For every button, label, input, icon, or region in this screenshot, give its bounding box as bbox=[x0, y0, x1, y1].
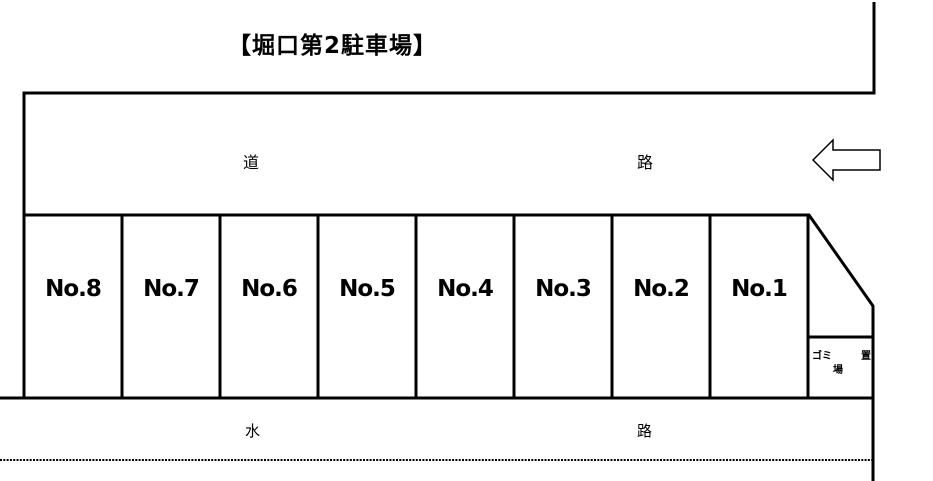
stall-dividers bbox=[120, 215, 810, 398]
stall-no-1: No.1 bbox=[731, 276, 788, 302]
stall-no-4: No.4 bbox=[437, 276, 494, 302]
road-label-2: 路 bbox=[637, 153, 654, 172]
garbage-label-c: 場 bbox=[833, 365, 843, 376]
canal-label-2: 路 bbox=[637, 422, 653, 440]
canal-label-1: 水 bbox=[245, 422, 261, 440]
left-arrow-icon bbox=[811, 138, 881, 182]
garbage-label-a: ゴミ bbox=[812, 351, 832, 362]
stall-no-3: No.3 bbox=[535, 276, 592, 302]
garbage-label-b: 置 bbox=[861, 351, 871, 362]
stall-no-6: No.6 bbox=[241, 276, 298, 302]
stall-no-8: No.8 bbox=[45, 276, 102, 302]
stall-no-7: No.7 bbox=[143, 276, 200, 302]
road-label-1: 道 bbox=[243, 153, 260, 172]
corner-diagonal bbox=[807, 214, 875, 481]
road-boundary bbox=[22, 2, 876, 214]
stall-no-5: No.5 bbox=[339, 276, 396, 302]
stall-no-2: No.2 bbox=[633, 276, 690, 302]
page-title: 【堀口第2駐車場】 bbox=[228, 33, 438, 59]
garbage-area-label: ゴミ 置 場 bbox=[810, 350, 874, 378]
